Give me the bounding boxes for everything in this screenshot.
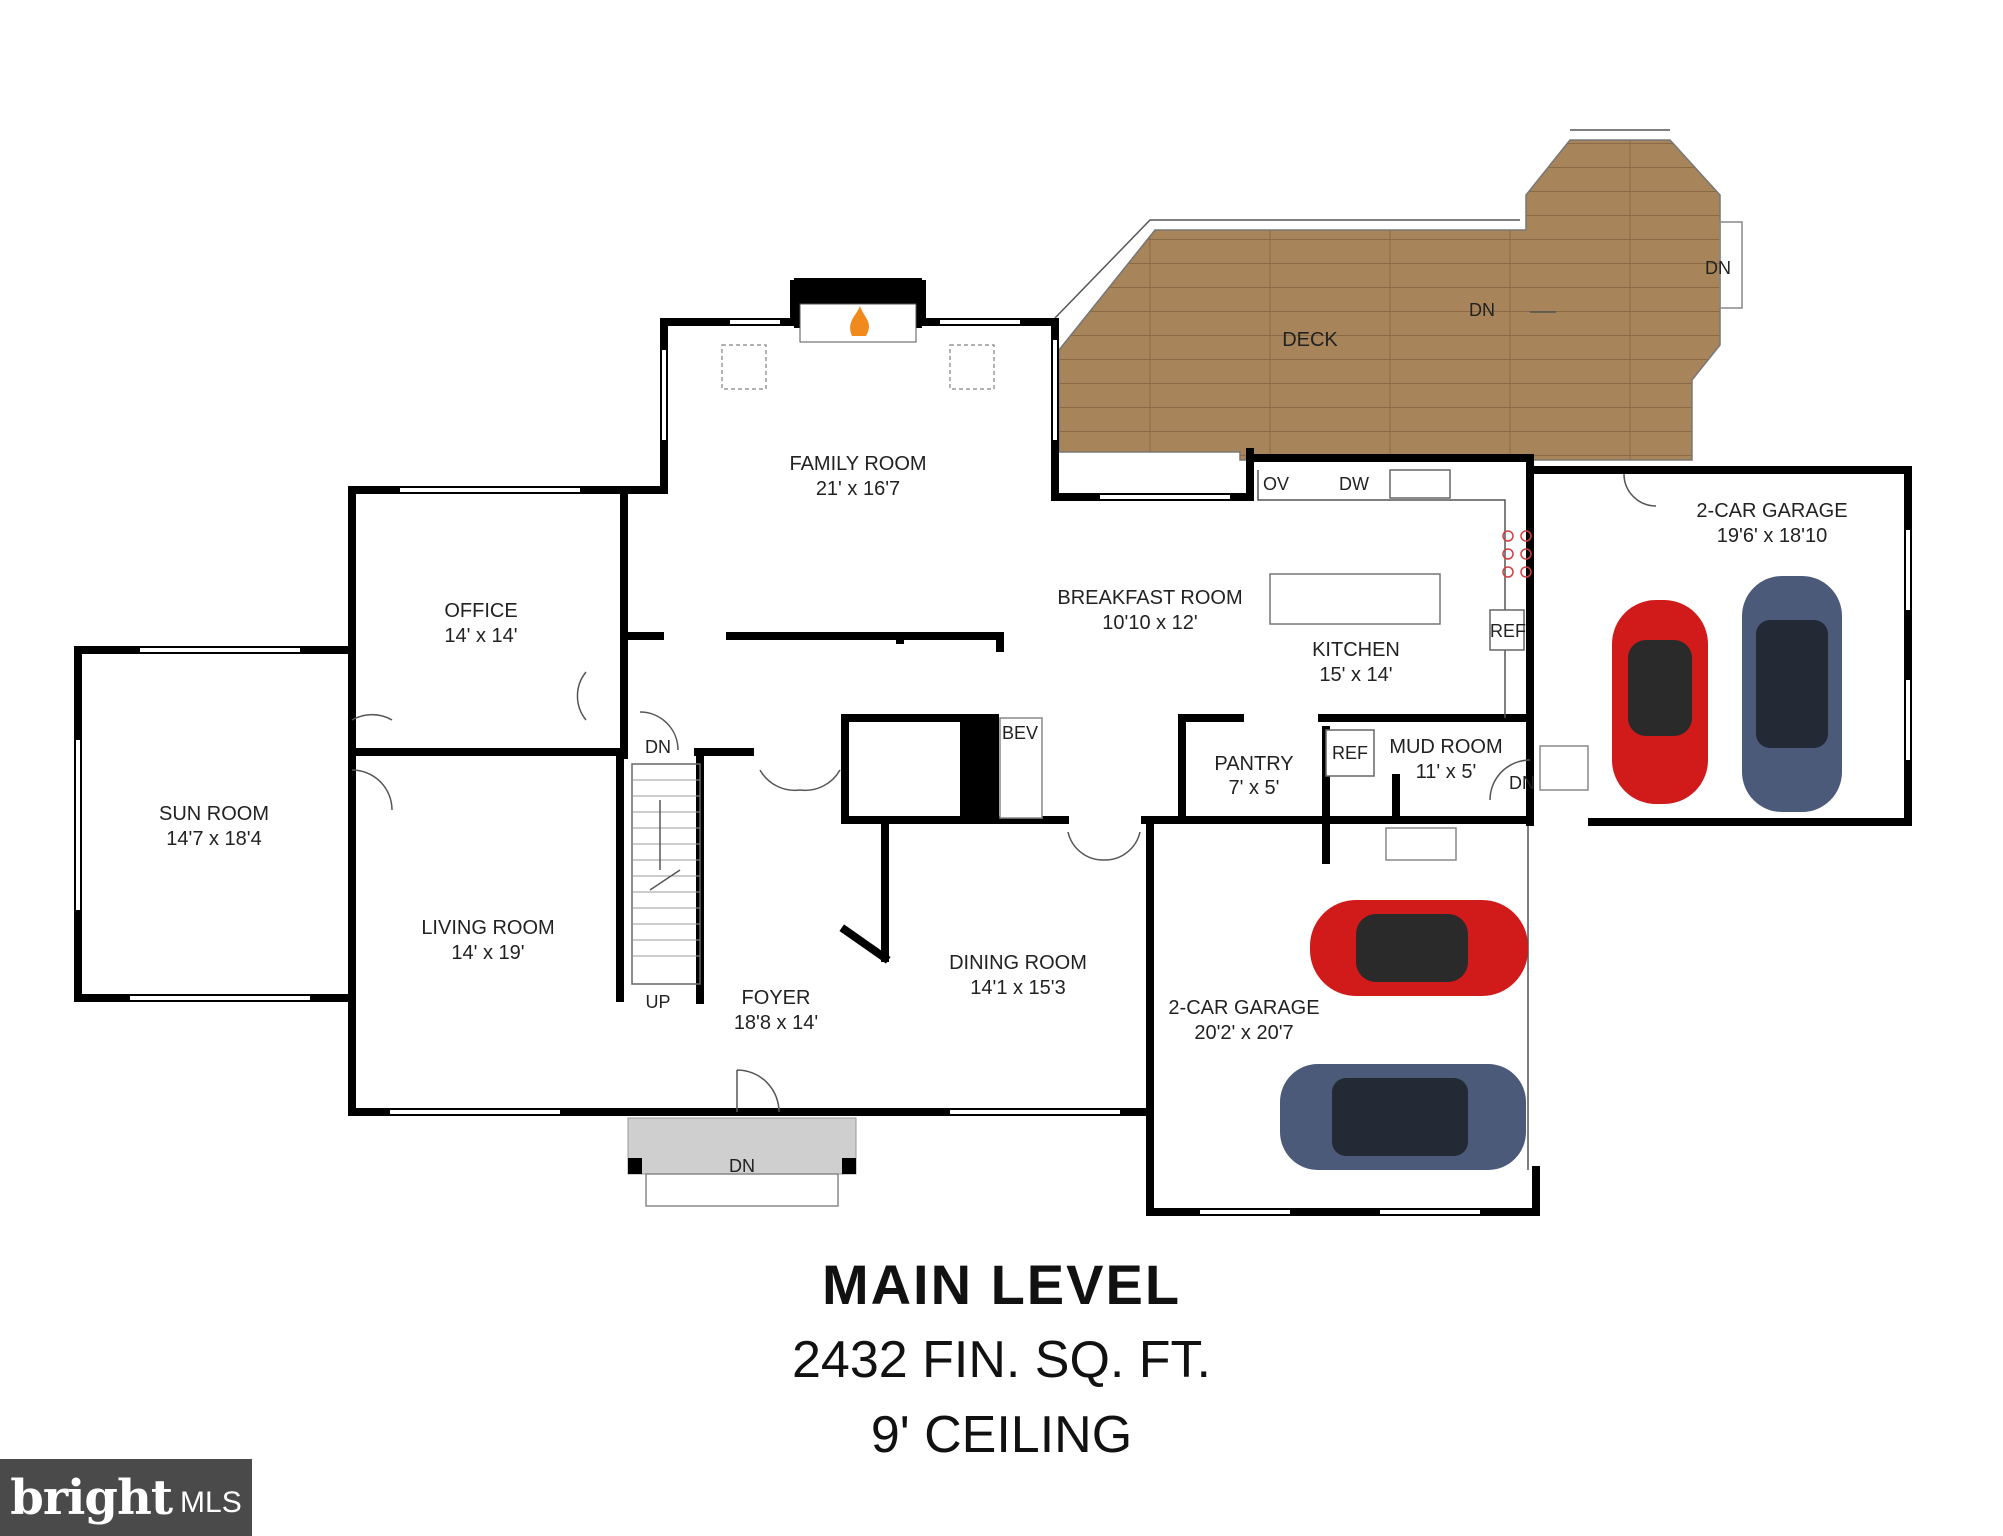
logo-brand: bright — [10, 1469, 173, 1526]
mud-room-dims: 11' x 5' — [1416, 761, 1477, 783]
kitchen-island — [1269, 573, 1441, 625]
garage-dn-label: DN — [1509, 773, 1535, 793]
garage-steps — [1539, 745, 1589, 791]
stair-up-label: UP — [645, 992, 670, 1012]
office-name: OFFICE — [444, 600, 517, 622]
fire-icon — [850, 306, 870, 336]
foyer-dims: 18'8 x 14' — [734, 1012, 818, 1034]
fixture-labels: OV DW REF REF BEV DN UP DN — [645, 474, 1535, 1012]
room-labels: FAMILY ROOM 21' x 16'7 OFFICE 14' x 14' … — [159, 453, 1848, 1044]
red-car-south — [1310, 900, 1528, 996]
pantry-dims: 7' x 5' — [1229, 777, 1280, 799]
office-dims: 14' x 14' — [444, 625, 517, 647]
kitchen-dims: 15' x 14' — [1319, 664, 1392, 686]
deck: DECK DN DN — [1054, 129, 1743, 461]
dining-room-name: DINING ROOM — [949, 952, 1087, 974]
kitchen-ref-label: REF — [1490, 621, 1526, 641]
breakfast-room-dims: 10'10 x 12' — [1102, 612, 1198, 634]
windows — [76, 320, 1910, 1214]
deck-dn-east: DN — [1705, 258, 1731, 278]
mudroom-ref-label: REF — [1332, 743, 1368, 763]
garage-east-dims: 19'6' x 18'10 — [1717, 525, 1827, 547]
sun-room-name: SUN ROOM — [159, 803, 269, 825]
garage-south-dims: 20'2' x 20'7 — [1194, 1022, 1293, 1044]
dining-room-dims: 14'1 x 15'3 — [970, 977, 1066, 999]
sun-room-dims: 14'7 x 18'4 — [166, 828, 262, 850]
fireplace — [794, 278, 922, 343]
interior-walls — [348, 448, 1534, 1004]
stair-dn-label: DN — [645, 737, 671, 757]
dishwasher-label: DW — [1339, 474, 1369, 494]
deck-stair-dn: DN — [1469, 300, 1495, 320]
door-swings — [351, 473, 1657, 1113]
family-room-name: FAMILY ROOM — [789, 453, 926, 475]
blue-car-east — [1742, 576, 1842, 812]
deck-label: DECK — [1282, 329, 1338, 351]
stoop-dn: DN — [729, 1156, 755, 1176]
kitchen-sink — [1389, 469, 1451, 499]
kitchen-name: KITCHEN — [1312, 639, 1400, 661]
front-stoop: DN — [627, 1117, 857, 1207]
level-title: MAIN LEVEL — [821, 1253, 1182, 1316]
living-room-name: LIVING ROOM — [421, 917, 554, 939]
pantry-name: PANTRY — [1214, 753, 1293, 775]
cooktop — [1502, 530, 1532, 578]
bright-mls-logo: bright MLS — [0, 1459, 252, 1536]
oven-label: OV — [1263, 474, 1289, 494]
kitchen-counters — [960, 469, 1532, 819]
garage-east-name: 2-CAR GARAGE — [1696, 500, 1847, 522]
family-room-dims: 21' x 16'7 — [816, 478, 900, 500]
foyer-name: FOYER — [742, 987, 811, 1009]
blue-car-south — [1280, 1064, 1526, 1170]
mudroom-steps — [1385, 827, 1457, 861]
skylight-east — [949, 344, 995, 390]
mud-room-name: MUD ROOM — [1389, 736, 1502, 758]
skylight-west — [721, 344, 767, 390]
red-car-east — [1612, 600, 1708, 804]
living-room-dims: 14' x 19' — [451, 942, 524, 964]
staircase — [631, 763, 701, 985]
square-footage: 2432 FIN. SQ. FT. — [791, 1331, 1212, 1389]
logo-suffix: MLS — [180, 1485, 242, 1519]
breakfast-room-name: BREAKFAST ROOM — [1057, 587, 1242, 609]
bev-label: BEV — [1002, 723, 1038, 743]
ceiling-height: 9' CEILING — [870, 1406, 1133, 1464]
garage-south-name: 2-CAR GARAGE — [1168, 997, 1319, 1019]
